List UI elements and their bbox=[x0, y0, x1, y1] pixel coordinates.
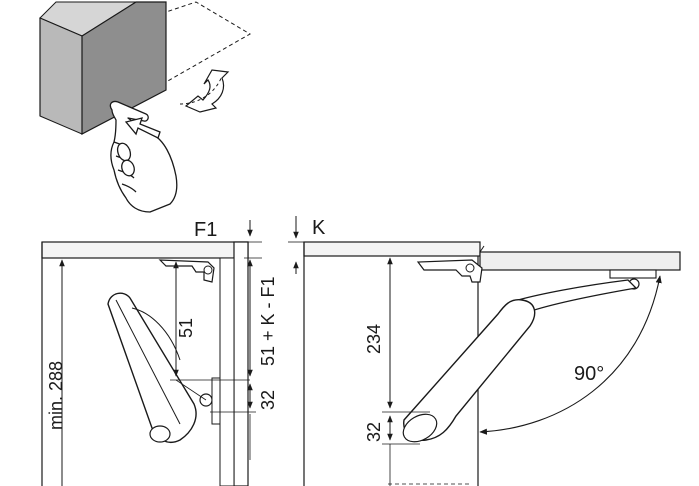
push-arrow-icon bbox=[124, 117, 161, 139]
lift-arrow-icon bbox=[184, 69, 230, 113]
cabinet-front bbox=[81, 1, 167, 135]
cabinet-side bbox=[39, 17, 83, 135]
closed-position-drawing bbox=[41, 220, 262, 486]
f1-label: F1 bbox=[194, 219, 217, 241]
dim-32-right-label: 32 bbox=[364, 422, 384, 442]
hand-icon bbox=[109, 100, 178, 213]
angle-arc bbox=[479, 275, 662, 435]
hinge-bracket-right bbox=[416, 259, 483, 283]
dim-51-k-f1-label: 51 + K - F1 bbox=[258, 276, 278, 366]
dim-32-left-label: 32 bbox=[258, 390, 278, 410]
k-label: K bbox=[312, 217, 326, 239]
angle-label: 90° bbox=[574, 363, 604, 385]
lever-arm bbox=[516, 279, 638, 313]
lift-arm-body-left bbox=[107, 292, 197, 444]
cabinet-illustration bbox=[39, 1, 251, 213]
open-lid bbox=[479, 251, 681, 271]
dim-234-label: 234 bbox=[364, 324, 384, 354]
open-position-drawing bbox=[288, 216, 681, 486]
dim-51-label: 51 bbox=[176, 318, 196, 338]
min-height-label: min. 288 bbox=[46, 361, 66, 430]
